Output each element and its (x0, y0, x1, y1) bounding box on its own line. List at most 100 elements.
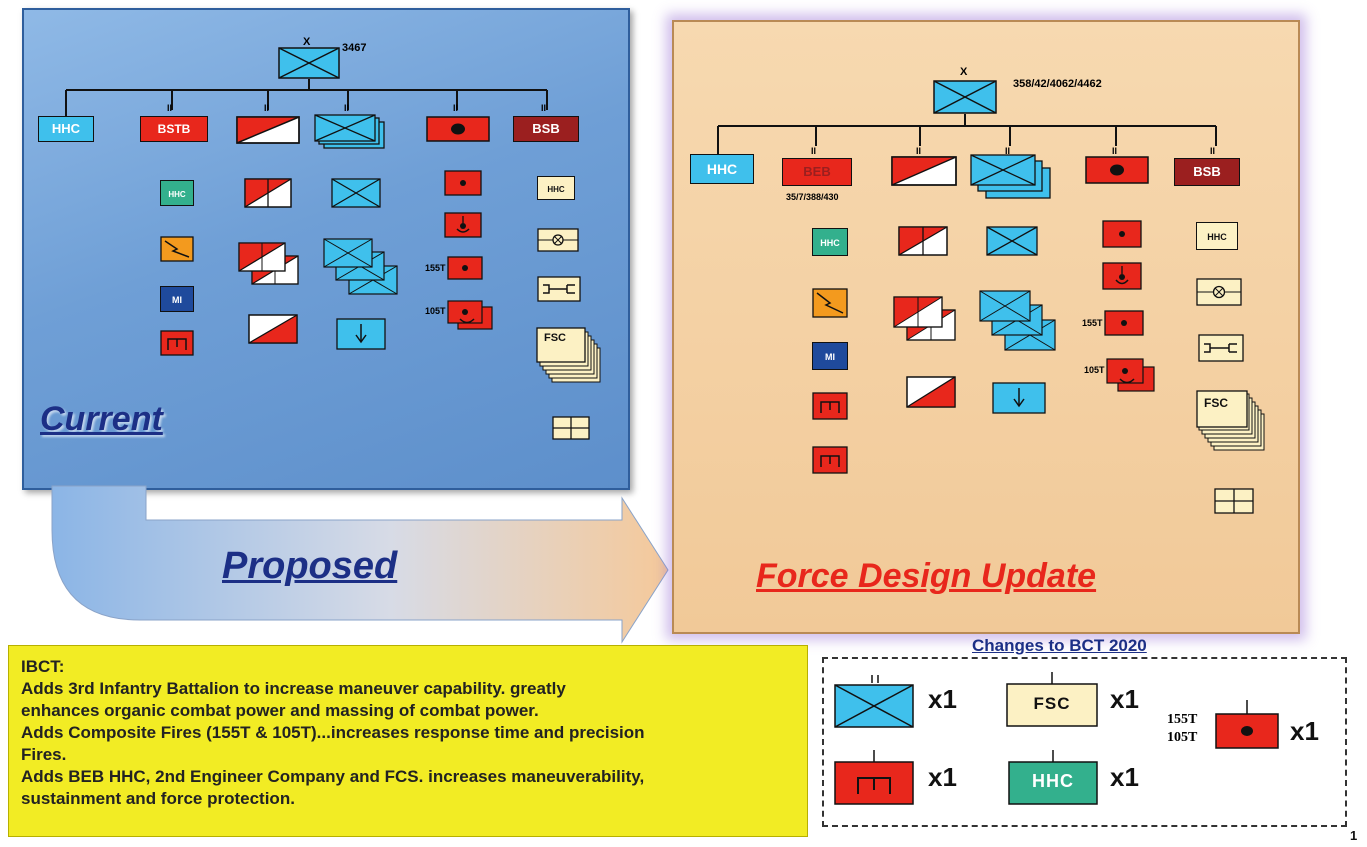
current-inf-antiarmor (336, 318, 386, 350)
current-bsb-label: BSB (532, 121, 560, 136)
fdu-tree-lines (717, 114, 1217, 154)
fdu-fires-105-label: 105T (1084, 365, 1105, 375)
fdu-bsb-box: BSB (1174, 158, 1240, 186)
fdu-bde-number: 358/42/4062/4462 (1013, 78, 1102, 90)
current-inf-company (331, 178, 381, 208)
current-fires-105-label: 105T (425, 306, 446, 316)
fdu-fires-hq (1102, 220, 1142, 248)
current-bde-echelon: X (303, 36, 311, 48)
page-number: 1 (1350, 828, 1358, 843)
changes-fires-105-label: 105T (1167, 730, 1198, 745)
fdu-brigade-symbol (933, 80, 997, 114)
fdu-inf-echelon: II (1005, 146, 1011, 156)
fdu-bsb-label: BSB (1193, 164, 1221, 179)
fdu-fires-105 (1106, 358, 1156, 394)
current-bsb-maintenance (537, 276, 581, 302)
current-bsb-hhc: HHC (537, 176, 575, 200)
fdu-beb-hhc: HHC (812, 228, 848, 256)
current-title: Current (40, 400, 163, 438)
current-fires-hq (444, 170, 482, 196)
changes-box (822, 657, 1347, 827)
fdu-cav-troop-3 (906, 376, 956, 408)
current-cav-troop-3 (248, 314, 298, 344)
fdu-bde-echelon: X (960, 66, 968, 78)
fdu-fires-box (1085, 156, 1149, 184)
fdu-bsb-medical (1196, 278, 1242, 306)
fdu-cav-box (891, 156, 957, 186)
proposed-arrow (51, 485, 669, 644)
ibct-line: Adds Composite Fires (155T & 105T)...inc… (21, 723, 645, 742)
changes-fires-155-label: 155T (1167, 712, 1198, 727)
fdu-bsb-fsc-stack: FSC (1196, 390, 1270, 456)
fdu-beb-signal (812, 288, 848, 318)
current-brigade-symbol (278, 47, 340, 79)
ibct-line: enhances organic combat power and massin… (21, 701, 539, 720)
current-bsb-box: BSB (513, 116, 579, 142)
changes-fsc-symbol: FSC (1006, 672, 1098, 728)
fdu-beb-engineer-1 (812, 392, 848, 420)
fdu-title: Force Design Update (756, 557, 1097, 595)
ibct-line: sustainment and force protection. (21, 789, 295, 808)
changes-engineer-symbol (834, 750, 914, 806)
fdu-beb-label: BEB (803, 164, 831, 179)
changes-hhc-symbol: HHC (1008, 750, 1098, 806)
fdu-hhc-label: HHC (706, 161, 738, 177)
current-fires-radar (444, 212, 482, 238)
fdu-cav-troop-stack (893, 296, 959, 344)
ibct-line: IBCT: (21, 657, 65, 676)
current-fires-155-label: 155T (425, 263, 446, 273)
current-bsb-echelon: II (541, 103, 547, 113)
fdu-beb-echelon: II (811, 146, 817, 156)
current-bstb-mi: MI (160, 286, 194, 312)
current-inf-echelon: II (344, 103, 350, 113)
fdu-bsb-transport (1214, 488, 1254, 514)
current-fires-box (426, 116, 490, 142)
current-bstb-label: BSTB (157, 122, 191, 136)
current-bsb-medical (537, 228, 579, 252)
current-hhc-box: HHC (38, 116, 94, 142)
current-bstb-engineer (160, 330, 194, 356)
fdu-fires-radar (1102, 262, 1142, 290)
fdu-fires-155-label: 155T (1082, 318, 1103, 328)
changes-engineer-count: x1 (928, 762, 957, 792)
changes-fsc-count: x1 (1110, 684, 1139, 714)
current-bstb-echelon: II (167, 103, 173, 113)
fdu-beb-mi: MI (812, 342, 848, 370)
fdu-cav-echelon: II (916, 146, 922, 156)
fdu-beb-number: 35/7/388/430 (786, 192, 839, 202)
current-inf-company-stack (323, 238, 399, 298)
changes-infantry-count: x1 (928, 684, 957, 714)
fdu-fires-echelon: II (1112, 146, 1118, 156)
changes-fires-count: x1 (1290, 716, 1319, 746)
current-fires-105 (447, 300, 495, 332)
fdu-bsb-echelon: II (1210, 146, 1216, 156)
fdu-cav-troop-1 (898, 226, 948, 256)
ibct-line: Adds 3rd Infantry Battalion to increase … (21, 679, 566, 698)
ibct-line: Fires. (21, 745, 67, 764)
fdu-inf-company (986, 226, 1038, 256)
fdu-inf-company-stack (979, 290, 1057, 354)
current-bstb-hhc: HHC (160, 180, 194, 206)
changes-hhc-count: x1 (1110, 762, 1139, 792)
fdu-beb-box: BEB (782, 158, 852, 186)
changes-infantry-symbol (834, 675, 914, 729)
fdu-fires-155 (1104, 310, 1144, 336)
current-bde-number: 3467 (342, 42, 367, 54)
proposed-label: Proposed (222, 545, 398, 587)
fdu-panel (672, 20, 1300, 634)
current-bsb-fsc-stack: FSC (536, 326, 606, 386)
fdu-inf-antiarmor (992, 382, 1046, 414)
current-bsb-transport (552, 416, 590, 440)
ibct-line: Adds BEB HHC, 2nd Engineer Company and F… (21, 767, 645, 786)
current-tree-lines (65, 79, 548, 116)
current-cav-troop-1 (244, 178, 292, 208)
changes-fires-symbol (1215, 700, 1279, 750)
current-cav-box (236, 116, 300, 144)
changes-title: Changes to BCT 2020 (972, 636, 1147, 655)
fdu-bsb-maintenance (1198, 334, 1244, 362)
current-fires-echelon: II (453, 103, 459, 113)
fdu-inf-stack (970, 154, 1054, 200)
fdu-beb-engineer-2 (812, 446, 848, 474)
current-hhc-label: HHC (51, 121, 81, 136)
current-cav-echelon: II (264, 103, 270, 113)
